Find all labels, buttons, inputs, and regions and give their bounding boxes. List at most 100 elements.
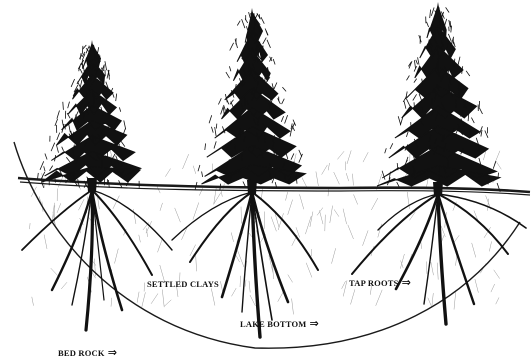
roots: [22, 190, 526, 337]
texture-stroke: [196, 256, 197, 272]
tree-canopy: [377, 6, 500, 186]
root-strand: [352, 194, 438, 274]
texture-stroke: [317, 208, 323, 216]
tree-canopy: [42, 44, 141, 182]
texture-stroke: [199, 188, 203, 196]
texture-stroke: [489, 241, 491, 251]
texture-stroke: [302, 178, 307, 188]
texture-stroke: [292, 299, 294, 315]
arrow-icon: ⇒: [402, 276, 411, 289]
texture-stroke: [354, 194, 358, 204]
texture-stroke: [343, 209, 347, 224]
root-strand: [424, 194, 438, 304]
texture-stroke: [351, 289, 355, 304]
texture-stroke: [472, 243, 476, 258]
texture-stroke: [165, 300, 172, 306]
texture-stroke: [300, 194, 304, 209]
texture-stroke: [175, 208, 181, 222]
texture-stroke: [193, 166, 196, 174]
texture-stroke: [261, 188, 262, 200]
root-strand: [438, 194, 526, 228]
texture-stroke: [496, 298, 499, 305]
texture-stroke: [162, 290, 164, 308]
texture-stroke: [44, 235, 47, 249]
texture-stroke: [431, 262, 434, 275]
texture-stroke: [147, 228, 148, 237]
texture-stroke: [30, 223, 31, 229]
texture-stroke: [343, 280, 347, 296]
texture-stroke: [79, 199, 85, 210]
texture-stroke: [57, 203, 61, 213]
texture-stroke: [183, 154, 189, 169]
texture-stroke: [288, 275, 293, 283]
texture-stroke: [240, 276, 241, 287]
texture-stroke: [347, 150, 351, 164]
texture-stroke: [421, 242, 422, 249]
texture-stroke: [432, 293, 433, 305]
texture-stroke: [494, 270, 500, 279]
texture-stroke: [231, 233, 233, 242]
texture-stroke: [437, 263, 438, 280]
texture-stroke: [475, 279, 479, 293]
tree-left: [38, 40, 141, 192]
tree-trunk: [247, 180, 257, 194]
texture-stroke: [346, 173, 349, 181]
texture-stroke: [160, 203, 163, 211]
bed-rock-label: BED ROCK⇒: [58, 348, 117, 358]
texture-stroke: [238, 251, 244, 268]
texture-stroke: [278, 292, 284, 302]
texture-stroke: [139, 235, 141, 243]
tree-trunk: [433, 182, 443, 196]
texture-stroke: [250, 295, 255, 306]
texture-stroke: [158, 238, 163, 253]
texture-stroke: [337, 151, 344, 159]
texture-stroke: [232, 288, 237, 296]
texture-stroke: [454, 292, 456, 309]
texture-stroke: [371, 198, 378, 210]
texture-stroke: [353, 174, 354, 186]
texture-stroke: [211, 288, 215, 305]
texture-stroke: [236, 255, 240, 262]
texture-stroke: [151, 294, 158, 304]
texture-stroke: [288, 200, 293, 215]
tree-right: [377, 2, 500, 196]
texture-stroke: [32, 297, 34, 306]
texture-stroke: [334, 210, 339, 217]
settled-clays-label: SETTLED CLAYS: [147, 279, 219, 289]
texture-stroke: [115, 249, 119, 264]
arrow-icon: ⇒: [108, 346, 117, 359]
tree-canopy: [202, 12, 306, 184]
texture-stroke: [342, 281, 346, 289]
texture-stroke: [221, 191, 222, 197]
texture-stroke: [241, 207, 242, 224]
texture-stroke: [193, 203, 199, 220]
bed-rock-text: BED ROCK: [58, 348, 105, 358]
texture-stroke: [363, 230, 369, 245]
texture-stroke: [363, 152, 368, 162]
texture-stroke: [165, 169, 170, 177]
texture-stroke: [319, 210, 323, 224]
texture-stroke: [144, 283, 145, 292]
texture-stroke: [348, 225, 354, 239]
texture-stroke: [271, 217, 276, 232]
texture-stroke: [378, 224, 382, 238]
texture-stroke: [328, 163, 329, 170]
texture-stroke: [328, 188, 329, 196]
texture-stroke: [245, 280, 246, 287]
texture-stroke: [376, 290, 383, 306]
tree-middle: [195, 8, 305, 194]
texture-stroke: [325, 215, 326, 231]
texture-stroke: [286, 192, 288, 201]
texture-stroke: [142, 292, 146, 307]
tree-trunk: [87, 178, 97, 192]
texture-stroke: [306, 263, 312, 278]
tap-roots-text: TAP ROOTS: [349, 278, 399, 288]
lake-bottom-text: LAKE BOTTOM: [240, 319, 307, 329]
texture-stroke: [51, 268, 58, 275]
texture-stroke: [316, 172, 319, 187]
texture-stroke: [428, 298, 432, 307]
lake-bottom-label: LAKE BOTTOM⇒: [240, 319, 319, 329]
texture-stroke: [330, 206, 333, 223]
texture-stroke: [137, 292, 139, 303]
